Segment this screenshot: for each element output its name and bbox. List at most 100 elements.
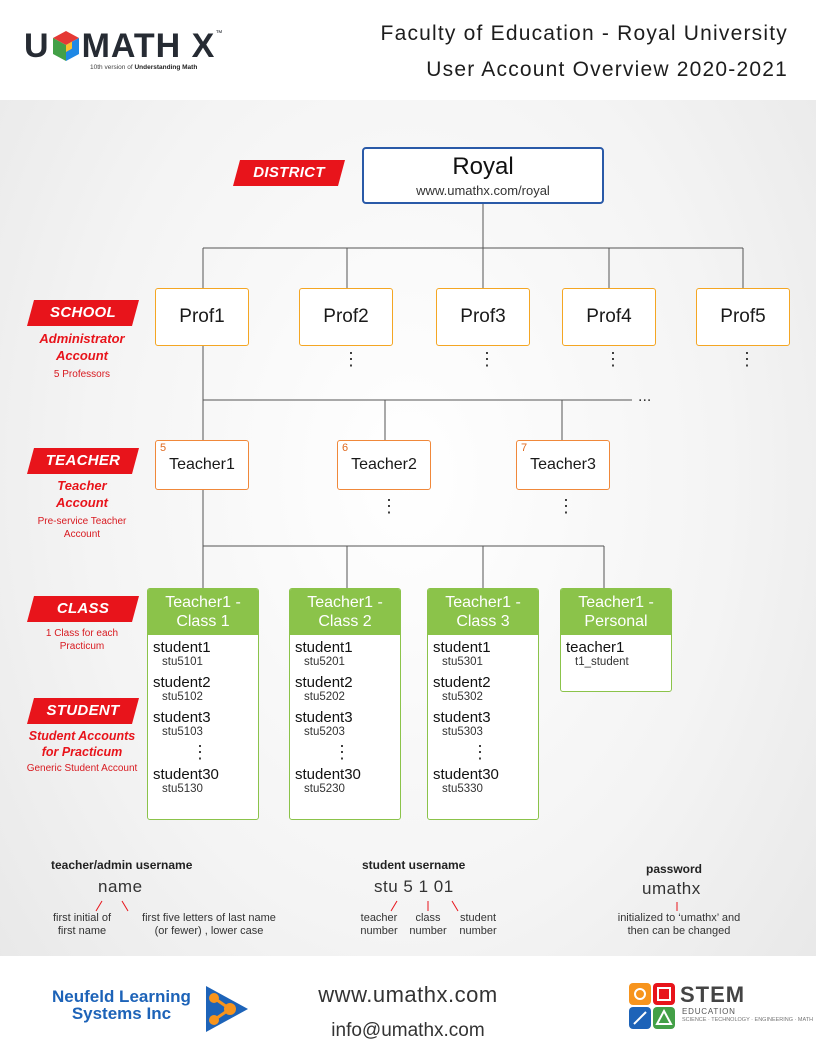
school-note: 5 Professors <box>53 369 111 380</box>
website-link[interactable]: www.umathx.com <box>318 982 498 1007</box>
tag-school: SCHOOL <box>27 300 139 326</box>
class-title: Teacher1 - Class 1 <box>148 589 258 635</box>
ellipsis-prof3: ⋮ <box>478 349 496 369</box>
student-username: stu5230 <box>304 783 345 795</box>
class-note: 1 Class for each Practicum <box>45 628 119 652</box>
student-username: stu5201 <box>304 656 345 668</box>
student-name: student30 <box>153 766 219 783</box>
district-name: Royal <box>452 153 514 180</box>
student-name: student2 <box>153 674 211 691</box>
teacher-node-3: 7 Teacher3 <box>516 440 610 490</box>
student-name: student2 <box>295 674 353 691</box>
school-subtitle: Administrator Account <box>39 331 125 363</box>
student-name: student30 <box>433 766 499 783</box>
footer: Neufeld Learning Systems Inc www.umathx.… <box>0 956 816 1056</box>
legend-student-title: student username <box>362 858 466 872</box>
legend-note-teacher-number: teacher number <box>360 912 398 937</box>
student-name: student2 <box>433 674 491 691</box>
teacher-note: Pre-service Teacher Account <box>37 516 127 540</box>
company-name-line2: Systems Inc <box>71 1004 172 1023</box>
legend-teacher-admin-example: name <box>98 877 143 896</box>
ellipsis-teacher3: ⋮ <box>557 496 575 516</box>
legend-student-example: stu 5 1 01 <box>374 877 454 896</box>
ellipsis-prof4: ⋮ <box>604 349 622 369</box>
student-username: stu5102 <box>162 691 203 703</box>
student-username: t1_student <box>575 656 629 668</box>
student-username: stu5202 <box>304 691 345 703</box>
class-title: Teacher1 - Class 3 <box>428 589 538 635</box>
legend-password-example: umathx <box>642 879 701 898</box>
stem-education-label: EDUCATION <box>682 1007 736 1016</box>
student-username: stu5330 <box>442 783 483 795</box>
ellipsis-students: ⋮ <box>471 742 489 762</box>
cube-icon <box>52 31 79 61</box>
neufeld-logo: Neufeld Learning Systems Inc <box>52 984 252 1034</box>
student-username: stu5103 <box>162 726 203 738</box>
stem-subjects-label: SCIENCE · TECHNOLOGY · ENGINEERING · MAT… <box>682 1017 814 1023</box>
logo-tagline-bold: Understanding Math <box>134 64 198 71</box>
student-name: student1 <box>153 639 211 656</box>
student-username: stu5303 <box>442 726 483 738</box>
student-note: Generic Student Account <box>26 763 138 774</box>
student-name: student1 <box>295 639 353 656</box>
teacher-node-1: 5 Teacher1 <box>155 440 249 490</box>
logo-tagline-pre: 10th version of <box>90 64 135 71</box>
logo-letters-math-x: MATH X <box>81 27 216 65</box>
student-name: teacher1 <box>566 639 625 656</box>
legend-note-last-name: first five letters of last name (or fewe… <box>142 912 276 937</box>
ellipsis-more-teachers: ... <box>638 388 652 405</box>
stem-grid-icon <box>629 983 675 1029</box>
trademark-mark: ™ <box>215 30 223 37</box>
teacher-name: Teacher2 <box>351 456 417 473</box>
student-username: stu5301 <box>442 656 483 668</box>
legend-note-student-number: student number <box>459 912 497 937</box>
logo-tagline: 10th version of Understanding Math <box>90 64 197 71</box>
teacher-number-badge: 7 <box>521 442 528 454</box>
teacher-subtitle: Teacher Account <box>56 478 108 510</box>
ellipsis-students: ⋮ <box>191 742 209 762</box>
legend-note-first-initial: first initial of first name <box>52 912 112 937</box>
legend-password-title: password <box>646 862 703 876</box>
logo-letter-u: U <box>24 27 50 65</box>
student-subtitle: Student Accounts for Practicum <box>28 729 136 759</box>
student-name: student30 <box>295 766 361 783</box>
class-title: Teacher1 - Class 2 <box>290 589 400 635</box>
ellipsis-prof5: ⋮ <box>738 349 756 369</box>
legend-note-password: initialized to ‘umathx’ and then can be … <box>617 912 741 937</box>
legend-note-class-number: class number <box>409 912 447 937</box>
district-box: Royal www.umathx.com/royal <box>362 147 604 204</box>
student-name: student1 <box>433 639 491 656</box>
prof-node-5: Prof5 <box>696 288 790 346</box>
prof-node-4: Prof4 <box>562 288 656 346</box>
tag-student: STUDENT <box>27 698 139 724</box>
email-link[interactable]: info@umathx.com <box>331 1020 485 1041</box>
teacher-number-badge: 6 <box>342 442 349 454</box>
prof-node-1: Prof1 <box>155 288 249 346</box>
stem-word: STEM <box>680 982 746 1007</box>
ellipsis-students: ⋮ <box>333 742 351 762</box>
prof-node-2: Prof2 <box>299 288 393 346</box>
legend-teacher-admin-title: teacher/admin username <box>51 858 193 872</box>
student-name: student3 <box>153 709 211 726</box>
teacher-name: Teacher1 <box>169 456 235 473</box>
student-username: stu5302 <box>442 691 483 703</box>
prof-node-3: Prof3 <box>436 288 530 346</box>
student-username: stu5130 <box>162 783 203 795</box>
class-title: Teacher1 - Personal <box>561 589 671 635</box>
tag-teacher: TEACHER <box>27 448 139 474</box>
student-name: student3 <box>295 709 353 726</box>
company-name-line1: Neufeld Learning <box>52 987 191 1006</box>
teacher-name: Teacher3 <box>530 456 596 473</box>
umath-x-logo: U MATH X ™ 10th version of Understanding… <box>24 26 224 76</box>
